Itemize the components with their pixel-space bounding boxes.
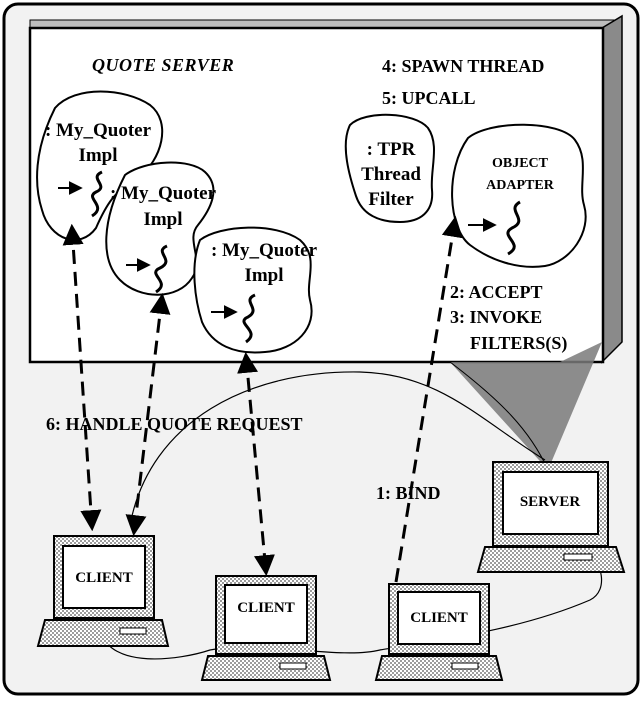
server-label: SERVER: [520, 494, 580, 510]
adapter-line1: OBJECT: [492, 156, 549, 171]
client-middle-screen: [224, 584, 308, 644]
request-arrow-2: [125, 292, 171, 537]
step4-label: 4: SPAWN THREAD: [382, 56, 544, 76]
server-box-title: QUOTE SERVER: [92, 55, 234, 75]
client-left-machine: CLIENT: [36, 535, 170, 647]
filter-line2: Thread: [361, 164, 421, 185]
servant-2-name: : My_Quoter: [110, 183, 217, 204]
client-middle-base: [200, 655, 332, 681]
servant-3-name: : My_Quoter: [211, 240, 318, 261]
servant-1-impl: Impl: [78, 145, 117, 166]
client-middle-machine: CLIENT: [200, 575, 332, 681]
client-left-drive: [119, 627, 147, 635]
client-middle-label: CLIENT: [237, 600, 295, 616]
servant-2-impl: Impl: [143, 209, 182, 230]
step2-label: 2: ACCEPT: [450, 282, 543, 302]
servant-3-thread-icon: [242, 293, 256, 344]
adapter-line2: ADAPTER: [486, 178, 555, 193]
client-middle-drive: [279, 662, 307, 670]
filter-line1: : TPR: [367, 139, 416, 160]
adapter-thread-icon: [506, 200, 521, 256]
step1-label: 1: BIND: [376, 483, 441, 503]
bind-arrow: [394, 215, 463, 583]
step3-label-line1: 3: INVOKE: [450, 307, 542, 327]
client-right-machine: CLIENT: [374, 583, 504, 681]
client-right-drive: [451, 662, 479, 670]
network-cable-bottom: [99, 554, 603, 660]
object-adapter-blob: [451, 123, 587, 268]
server-machine: SERVER: [476, 461, 626, 573]
server-screen: [502, 471, 599, 535]
servant-blob-3: [193, 226, 313, 354]
servant-1-name: : My_Quoter: [45, 120, 152, 141]
client-left-label: CLIENT: [75, 570, 133, 586]
client-right-screen: [397, 591, 481, 645]
server-base: [476, 546, 626, 573]
client-left-screen: [62, 545, 146, 609]
step3-label-line2: FILTERS(S): [470, 333, 567, 354]
server-drive: [563, 553, 593, 561]
shadow-cone: [450, 342, 602, 470]
servant-blob-1: [36, 90, 164, 241]
client-left-base: [36, 619, 170, 647]
filter-blob: [344, 113, 435, 224]
client-right-base: [374, 655, 504, 681]
servant-1-thread-icon: [91, 170, 103, 218]
servant-2-thread-icon: [154, 244, 168, 294]
step5-label: 5: UPCALL: [382, 88, 476, 108]
request-arrow-1: [62, 223, 102, 532]
request-arrow-3: [237, 351, 275, 577]
servant-3-impl: Impl: [244, 265, 283, 286]
shadow-edge: [449, 361, 549, 471]
client-right-label: CLIENT: [410, 610, 468, 626]
server-box-side: [601, 14, 623, 364]
filter-line3: Filter: [368, 189, 414, 210]
